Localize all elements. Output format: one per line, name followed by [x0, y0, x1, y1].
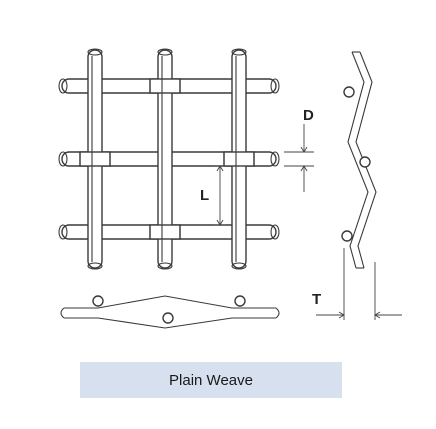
thickness-label: T	[312, 291, 321, 308]
caption-text: Plain Weave	[169, 371, 253, 389]
side-view-horizontal	[60, 295, 280, 329]
side-view-vertical	[341, 51, 377, 269]
diameter-dimension: D	[284, 107, 314, 192]
caption-box: Plain Weave	[80, 362, 342, 398]
thickness-dimension: T	[312, 248, 402, 320]
pitch-dimension: L	[200, 165, 226, 226]
wire-mesh	[58, 48, 280, 270]
pitch-label: L	[200, 187, 209, 204]
diameter-label: D	[303, 107, 314, 124]
